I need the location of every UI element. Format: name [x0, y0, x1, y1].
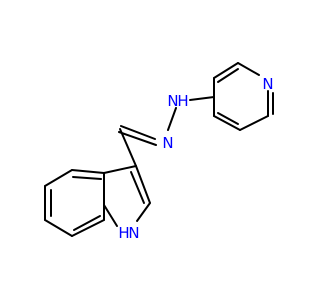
- pyridine-bond: [213, 62, 239, 79]
- n-n-bond: [167, 107, 177, 131]
- pyrrole-bond: [103, 204, 118, 227]
- pyridine-bond-double-inner: [217, 112, 239, 125]
- pyrrole-bond-double-inner: [130, 171, 145, 204]
- vinyl-bond: [119, 128, 137, 167]
- benzene-bond-double-inner: [73, 215, 101, 231]
- bond-layer: [44, 62, 274, 237]
- atom-label-n-pyridine: N: [262, 75, 273, 93]
- atom-label-n-imine: N: [162, 134, 173, 152]
- pyrrole-bond: [136, 202, 151, 222]
- atom-label-n-indole: N: [128, 224, 139, 242]
- benzene-bond: [44, 219, 73, 237]
- benzene-bond: [44, 169, 73, 187]
- pyrrole-bond: [135, 165, 151, 204]
- atom-label-layer: N H N N H N: [118, 75, 273, 242]
- pyrrole-bond: [103, 165, 137, 174]
- pyridine-bond: [237, 62, 260, 76]
- pyridine-bond: [213, 115, 241, 131]
- imine-bond: [120, 125, 156, 140]
- imine-bond-double: [118, 131, 157, 146]
- benzene-bond: [71, 219, 105, 237]
- molecule-structure: N H N N H N: [44, 62, 274, 242]
- structure-canvas: N H N N H N: [44, 62, 274, 242]
- pyridine-bond: [239, 115, 269, 131]
- atom-label-h-indole: H: [118, 224, 129, 242]
- pyridine-bond-double-inner: [217, 68, 239, 83]
- atom-label-h-hydrazine: H: [177, 92, 188, 110]
- atom-label-n-hydrazine: N: [167, 92, 178, 110]
- benzene-bond: [71, 169, 105, 174]
- aryl-nh-bond: [189, 96, 215, 101]
- benzene-bond-double-inner: [72, 176, 102, 180]
